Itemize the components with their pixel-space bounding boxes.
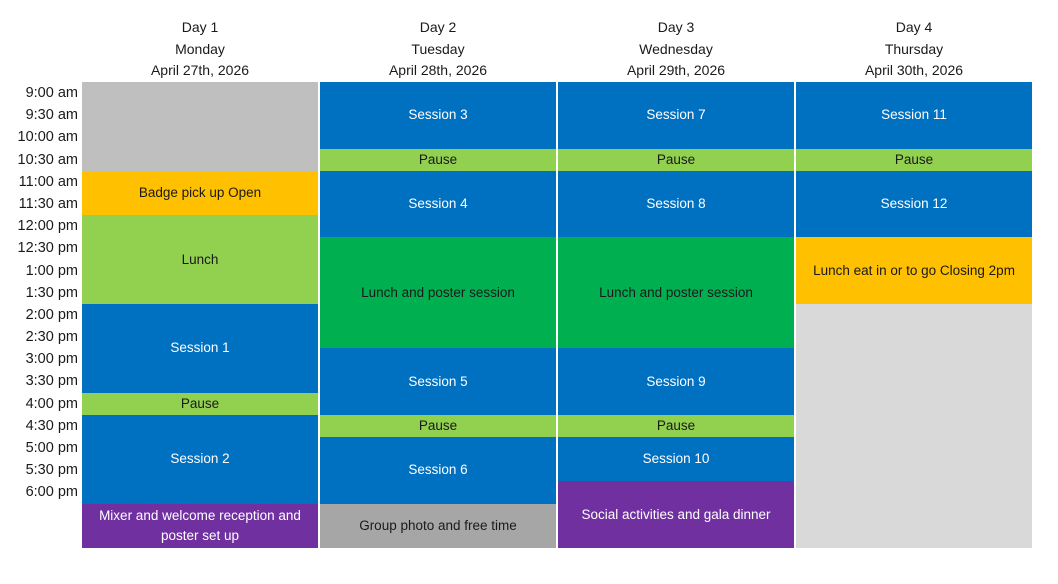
- time-label-4-00-pm: 4:00 pm: [25, 395, 78, 412]
- event-label: Lunch and poster session: [599, 284, 753, 300]
- time-label-9-30-am: 9:30 am: [25, 107, 78, 124]
- day-2-weekday: Tuesday: [411, 40, 465, 57]
- time-label-12-00-pm: 12:00 pm: [17, 218, 78, 235]
- day-2-date: April 28th, 2026: [388, 62, 488, 78]
- badge-pick-up-open-block: Badge pick up Open: [82, 170, 318, 216]
- session-9-block: Session 9: [558, 348, 794, 415]
- event-label: Lunch: [181, 251, 219, 267]
- session-10-block: Session 10: [558, 437, 794, 482]
- session-4-block: Session 4: [320, 170, 556, 238]
- event-label: Lunch and poster session: [361, 284, 515, 300]
- session-8-block: Session 8: [558, 170, 794, 238]
- lunch-block: Lunch: [82, 215, 318, 304]
- event-label: Mixer and welcome reception and poster s…: [99, 507, 301, 543]
- time-label-2-00-pm: 2:00 pm: [25, 306, 78, 323]
- time-label-2-30-pm: 2:30 pm: [25, 329, 78, 346]
- time-label-9-00-am: 9:00 am: [25, 85, 78, 101]
- social-activities-and-gala-dinner-block: Social activities and gala dinner: [558, 481, 794, 548]
- day-1-date: April 27th, 2026: [150, 62, 250, 78]
- event-label: Session 11: [881, 107, 947, 123]
- event-label: Pause: [180, 395, 220, 411]
- empty-block: [796, 303, 1032, 548]
- time-label-4-30-pm: 4:30 pm: [25, 417, 78, 434]
- pause-block: Pause: [558, 414, 794, 438]
- event-label: Session 6: [408, 462, 468, 478]
- day-3-title: Day 3: [657, 19, 695, 35]
- pause-block: Pause: [82, 392, 318, 415]
- empty-block: [82, 82, 318, 171]
- day-2-title: Day 2: [419, 19, 457, 35]
- day-4-title: Day 4: [895, 19, 933, 35]
- session-5-block: Session 5: [320, 348, 556, 415]
- time-label-11-00-am: 11:00 am: [18, 173, 78, 190]
- day-4-date: April 30th, 2026: [864, 62, 964, 78]
- event-label: Session 10: [642, 451, 710, 467]
- session-11-block: Session 11: [796, 82, 1032, 149]
- day-4-weekday: Thursday: [884, 40, 944, 57]
- time-label-11-30-am: 11:30 am: [18, 195, 78, 212]
- pause-block: Pause: [320, 148, 556, 171]
- event-label: Badge pick up Open: [138, 184, 262, 200]
- time-label-3-30-pm: 3:30 pm: [25, 373, 78, 390]
- event-label: Pause: [656, 417, 696, 433]
- event-label: Pause: [656, 151, 696, 167]
- day-3-weekday: Wednesday: [639, 40, 713, 57]
- event-label: Lunch eat in or to go Closing 2pm: [813, 262, 1015, 278]
- session-6-block: Session 6: [320, 437, 556, 504]
- event-label: Session 9: [646, 373, 706, 389]
- pause-block: Pause: [796, 148, 1032, 171]
- session-2-block: Session 2: [82, 414, 318, 504]
- time-label-12-30-pm: 12:30 pm: [17, 240, 78, 257]
- event-label: Session 7: [646, 107, 706, 123]
- time-label-5-00-pm: 5:00 pm: [25, 440, 78, 457]
- mixer-and-welcome-reception-and-poster-set-up-block: Mixer and welcome reception and poster s…: [82, 503, 318, 548]
- event-label: Group photo and free time: [359, 517, 517, 533]
- session-1-block: Session 1: [82, 303, 318, 393]
- event-label: Pause: [418, 151, 458, 167]
- event-label: Session 4: [408, 196, 468, 212]
- time-label-6-00-pm: 6:00 pm: [25, 484, 78, 501]
- event-label: Pause: [894, 151, 934, 167]
- event-label: Social activities and gala dinner: [581, 506, 771, 522]
- time-label-3-00-pm: 3:00 pm: [25, 351, 78, 368]
- time-label-10-30-am: 10:30 am: [17, 151, 78, 168]
- session-12-block: Session 12: [796, 170, 1032, 238]
- event-label: Session 2: [170, 451, 230, 467]
- session-3-block: Session 3: [320, 82, 556, 149]
- event-label: Session 12: [880, 196, 948, 212]
- pause-block: Pause: [558, 148, 794, 171]
- time-label-1-30-pm: 1:30 pm: [25, 284, 78, 301]
- pause-block: Pause: [320, 414, 556, 438]
- day-3-date: April 29th, 2026: [626, 62, 726, 78]
- lunch-and-poster-session-block: Lunch and poster session: [320, 237, 556, 349]
- group-photo-and-free-time-block: Group photo and free time: [320, 503, 556, 548]
- event-label: Session 5: [408, 373, 468, 389]
- day-1-title: Day 1: [181, 19, 219, 35]
- event-label: Session 1: [170, 340, 230, 356]
- time-label-10-00-am: 10:00 am: [17, 129, 78, 146]
- time-label-5-30-pm: 5:30 pm: [25, 462, 78, 479]
- event-label: Session 8: [646, 196, 706, 212]
- lunch-eat-in-or-to-go-closing-2pm-block: Lunch eat in or to go Closing 2pm: [796, 237, 1032, 304]
- time-label-1-00-pm: 1:00 pm: [25, 262, 78, 279]
- session-7-block: Session 7: [558, 82, 794, 149]
- lunch-and-poster-session-block: Lunch and poster session: [558, 237, 794, 349]
- event-label: Pause: [418, 417, 458, 433]
- event-label: Session 3: [408, 107, 468, 123]
- day-1-weekday: Monday: [175, 40, 225, 57]
